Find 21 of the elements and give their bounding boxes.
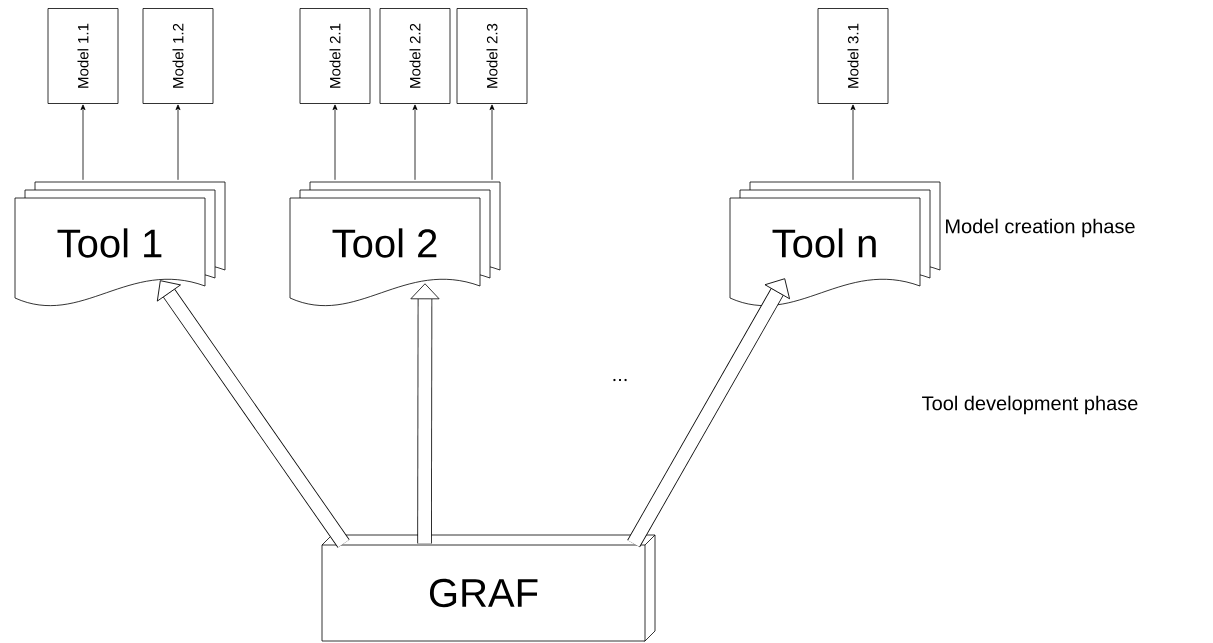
phase-label: ... bbox=[613, 378, 627, 382]
arrow bbox=[489, 104, 495, 181]
block-arrow bbox=[410, 283, 440, 544]
block-arrow bbox=[627, 278, 790, 548]
model-box: Model 2.3 bbox=[456, 8, 528, 104]
arrow bbox=[332, 104, 338, 181]
document-stack: Tool n bbox=[729, 181, 941, 306]
cuboid: GRAF bbox=[321, 534, 656, 642]
arrow bbox=[175, 104, 181, 181]
model-box: Model 1.2 bbox=[142, 8, 214, 104]
arrow bbox=[80, 104, 86, 181]
block-arrow bbox=[156, 280, 350, 548]
arrow bbox=[412, 104, 418, 181]
document-stack: Tool 2 bbox=[289, 181, 501, 306]
model-box: Model 1.1 bbox=[47, 8, 119, 104]
model-box: Model 2.1 bbox=[299, 8, 371, 104]
model-box: Model 2.2 bbox=[379, 8, 451, 104]
phase-label: Tool development phase bbox=[922, 395, 1138, 415]
arrow bbox=[850, 104, 856, 181]
model-box: Model 3.1 bbox=[817, 8, 889, 104]
document-stack: Tool 1 bbox=[14, 181, 226, 306]
